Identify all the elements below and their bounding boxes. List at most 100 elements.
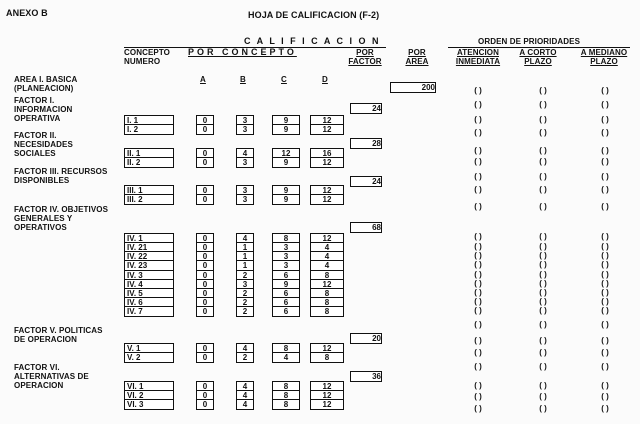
por-factor-header: POR FACTOR <box>348 48 382 66</box>
a-corto-plazo-mark[interactable]: ( ) <box>539 404 547 413</box>
a-corto-plazo-mark[interactable]: ( ) <box>539 320 547 329</box>
a-corto-plazo-mark[interactable]: ( ) <box>539 348 547 357</box>
a-mediano-plazo-mark[interactable]: ( ) <box>601 392 609 401</box>
area-label: AREA I. BASICA (PLANEACION) <box>14 75 78 93</box>
a-mediano-plazo-header: A MEDIANO PLAZO <box>580 48 628 66</box>
a-corto-plazo-mark[interactable]: ( ) <box>539 362 547 371</box>
atencion-inmediata-mark[interactable]: ( ) <box>474 251 482 260</box>
a-mediano-plazo-mark[interactable]: ( ) <box>601 146 609 155</box>
a-mediano-plazo-mark[interactable]: ( ) <box>601 348 609 357</box>
a-corto-plazo-mark[interactable]: ( ) <box>539 202 547 211</box>
a-corto-plazo-mark[interactable]: ( ) <box>539 260 547 269</box>
page-title: HOJA DE CALIFICACION (F-2) <box>248 10 380 20</box>
factor-5-label: FACTOR V. POLITICAS DE OPERACION <box>14 326 103 344</box>
a-mediano-plazo-mark[interactable]: ( ) <box>601 336 609 345</box>
a-mediano-plazo-mark[interactable]: ( ) <box>601 115 609 124</box>
atencion-inmediata-mark[interactable]: ( ) <box>474 336 482 345</box>
atencion-inmediata-mark[interactable]: ( ) <box>474 232 482 241</box>
a-corto-plazo-mark[interactable]: ( ) <box>539 185 547 194</box>
score-d-cell: 8 <box>310 306 344 317</box>
atencion-inmediata-mark[interactable]: ( ) <box>474 185 482 194</box>
a-mediano-plazo-mark[interactable]: ( ) <box>601 381 609 390</box>
orden-rule <box>448 47 630 48</box>
atencion-inmediata-mark[interactable]: ( ) <box>474 172 482 181</box>
area-value-text: 200 <box>421 83 435 92</box>
a-mediano-plazo-mark[interactable]: ( ) <box>601 404 609 413</box>
atencion-inmediata-mark[interactable]: ( ) <box>474 157 482 166</box>
a-corto-plazo-mark[interactable]: ( ) <box>539 392 547 401</box>
atencion-inmediata-mark[interactable]: ( ) <box>474 270 482 279</box>
atencion-inmediata-mark[interactable]: ( ) <box>474 242 482 251</box>
a-mediano-plazo-mark[interactable]: ( ) <box>601 232 609 241</box>
atencion-inmediata-mark[interactable]: ( ) <box>474 146 482 155</box>
a-mediano-plazo-mark[interactable]: ( ) <box>601 362 609 371</box>
a-corto-plazo-mark[interactable]: ( ) <box>539 288 547 297</box>
col-d-header: D <box>322 75 328 84</box>
por-concepto-header: POR CONCEPTO <box>188 47 297 57</box>
a-corto-plazo-mark[interactable]: ( ) <box>539 297 547 306</box>
atencion-inmediata-mark[interactable]: ( ) <box>474 306 482 315</box>
score-a-cell: 0 <box>196 352 214 363</box>
a-corto-plazo-mark[interactable]: ( ) <box>539 172 547 181</box>
atencion-inmediata-mark[interactable]: ( ) <box>474 362 482 371</box>
area-value: 200 <box>390 82 436 93</box>
annex-label: ANEXO B <box>6 8 48 18</box>
score-c-cell: 9 <box>272 194 300 205</box>
a-corto-plazo-mark[interactable]: ( ) <box>539 270 547 279</box>
atencion-inmediata-mark[interactable]: ( ) <box>474 128 482 137</box>
a-mediano-plazo-mark[interactable]: ( ) <box>601 185 609 194</box>
a-mediano-plazo-mark[interactable]: ( ) <box>601 270 609 279</box>
concept-number-cell: VI. 3 <box>124 399 174 410</box>
concept-number-cell: I. 2 <box>124 124 174 135</box>
atencion-inmediata-mark[interactable]: ( ) <box>474 348 482 357</box>
a-corto-plazo-mark[interactable]: ( ) <box>539 157 547 166</box>
a-mediano-plazo-mark[interactable]: ( ) <box>601 288 609 297</box>
score-a-cell: 0 <box>196 306 214 317</box>
factor-1-value-text: 24 <box>372 104 381 113</box>
score-b-cell: 2 <box>236 352 254 363</box>
score-b-cell: 4 <box>236 399 254 410</box>
atencion-inmediata-mark[interactable]: ( ) <box>474 288 482 297</box>
a-mediano-plazo-mark[interactable]: ( ) <box>601 279 609 288</box>
atencion-inmediata-mark[interactable]: ( ) <box>474 202 482 211</box>
a-mediano-plazo-mark[interactable]: ( ) <box>601 242 609 251</box>
concept-number-cell: IV. 7 <box>124 306 174 317</box>
concepto-numero-header: CONCEPTO NUMERO <box>124 48 170 66</box>
a-corto-plazo-mark[interactable]: ( ) <box>539 128 547 137</box>
a-mediano-plazo-mark[interactable]: ( ) <box>601 202 609 211</box>
atencion-inmediata-mark[interactable]: ( ) <box>474 381 482 390</box>
a-corto-plazo-mark[interactable]: ( ) <box>539 251 547 260</box>
a-mediano-plazo-mark[interactable]: ( ) <box>601 86 609 95</box>
atencion-inmediata-mark[interactable]: ( ) <box>474 100 482 109</box>
a-mediano-plazo-mark[interactable]: ( ) <box>601 128 609 137</box>
atencion-inmediata-mark[interactable]: ( ) <box>474 86 482 95</box>
a-corto-plazo-mark[interactable]: ( ) <box>539 381 547 390</box>
a-corto-plazo-mark[interactable]: ( ) <box>539 306 547 315</box>
a-corto-plazo-mark[interactable]: ( ) <box>539 115 547 124</box>
factor-5-value-text: 20 <box>372 334 381 343</box>
a-mediano-plazo-mark[interactable]: ( ) <box>601 260 609 269</box>
a-mediano-plazo-mark[interactable]: ( ) <box>601 306 609 315</box>
a-mediano-plazo-mark[interactable]: ( ) <box>601 297 609 306</box>
a-corto-plazo-mark[interactable]: ( ) <box>539 86 547 95</box>
a-corto-plazo-mark[interactable]: ( ) <box>539 232 547 241</box>
score-c-cell: 9 <box>272 157 300 168</box>
a-mediano-plazo-mark[interactable]: ( ) <box>601 100 609 109</box>
a-mediano-plazo-mark[interactable]: ( ) <box>601 172 609 181</box>
atencion-inmediata-mark[interactable]: ( ) <box>474 115 482 124</box>
a-corto-plazo-mark[interactable]: ( ) <box>539 279 547 288</box>
a-corto-plazo-mark[interactable]: ( ) <box>539 242 547 251</box>
atencion-inmediata-mark[interactable]: ( ) <box>474 404 482 413</box>
atencion-inmediata-mark[interactable]: ( ) <box>474 279 482 288</box>
atencion-inmediata-mark[interactable]: ( ) <box>474 320 482 329</box>
a-mediano-plazo-mark[interactable]: ( ) <box>601 157 609 166</box>
a-mediano-plazo-mark[interactable]: ( ) <box>601 251 609 260</box>
a-corto-plazo-mark[interactable]: ( ) <box>539 100 547 109</box>
score-d-cell: 12 <box>310 157 344 168</box>
atencion-inmediata-mark[interactable]: ( ) <box>474 297 482 306</box>
atencion-inmediata-mark[interactable]: ( ) <box>474 260 482 269</box>
a-mediano-plazo-mark[interactable]: ( ) <box>601 320 609 329</box>
a-corto-plazo-mark[interactable]: ( ) <box>539 146 547 155</box>
atencion-inmediata-mark[interactable]: ( ) <box>474 392 482 401</box>
a-corto-plazo-mark[interactable]: ( ) <box>539 336 547 345</box>
